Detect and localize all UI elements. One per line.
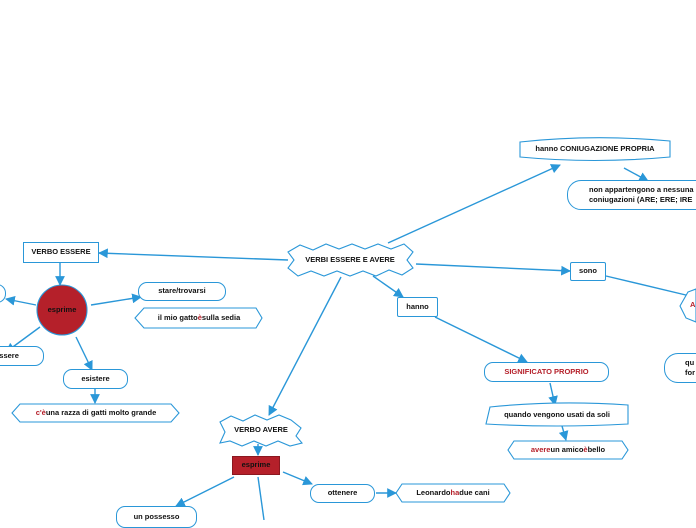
coniugazione-node[interactable]: hanno CONIUGAZIONE PROPRIA — [535, 144, 655, 154]
edge-central-verbo-essere — [98, 248, 289, 261]
non-appartengono-text: non appartengono a nessuna coniugazioni … — [589, 185, 694, 205]
qu-partial-node[interactable]: qu for — [664, 353, 696, 383]
razza-suffix: una razza di gatti molto grande — [45, 407, 157, 417]
a-wave-shape-partial — [679, 288, 696, 323]
amico-verb-essere: è — [583, 444, 588, 454]
gatto-verb-highlight: è — [197, 312, 202, 322]
stare-trovarsi-node[interactable]: stare/trovarsi — [138, 282, 226, 301]
edge-coniugazione-non-appartengono — [623, 167, 649, 182]
coniugazione-flag-shape — [519, 137, 671, 162]
possesso-node[interactable]: un possesso — [116, 506, 197, 528]
gatto-hexagon-shape — [134, 307, 263, 329]
essere-left-node[interactable]: essere — [0, 346, 44, 366]
a-partial-node[interactable]: A — [690, 299, 696, 309]
razza-hexagon-shape — [11, 403, 180, 423]
edge-central-sono — [415, 263, 571, 276]
gatto-prefix: il mio gatto — [157, 312, 198, 322]
amico-suffix: bello — [587, 444, 606, 454]
edge-esprime-stare — [90, 293, 142, 306]
qu-line-1: qu — [685, 357, 695, 367]
amico-verb-avere: avere — [530, 444, 551, 454]
edge-esprime-down — [257, 476, 265, 520]
significato-proprio-node[interactable]: SIGNIFICATO PROPRIO — [484, 362, 609, 382]
quando-usati-node[interactable]: quando vengono usati da soli — [504, 409, 610, 419]
edge-esprime-esistere — [75, 336, 93, 371]
leonardo-prefix: Leonardo — [416, 487, 451, 497]
edge-hanno-significato — [434, 316, 528, 363]
edge-central-hanno — [372, 275, 404, 298]
qu-line-2: for — [685, 368, 695, 377]
qu-partial-text: qu for — [685, 358, 695, 378]
edge-central-verbo-avere — [268, 276, 342, 416]
razza-verb-highlight: c'è — [35, 407, 46, 417]
esprime-essere-node[interactable]: esprime — [47, 304, 77, 314]
hanno-node[interactable]: hanno — [397, 297, 438, 317]
gatto-suffix: sulla sedia — [201, 312, 241, 322]
edge-esprime-possesso — [175, 476, 235, 507]
esprime-avere-node[interactable]: esprime — [232, 456, 280, 475]
edge-esprime-ottenere — [282, 471, 313, 486]
non-appartengono-line-2: coniugazioni (ARE; ERE; IRE — [589, 195, 693, 204]
central-wave-shape — [287, 243, 414, 277]
amico-example-node[interactable]: avere un amico è bello — [512, 443, 624, 457]
edge-esprime-left-top — [5, 295, 37, 306]
verbo-avere-node[interactable]: VERBO AVERE — [234, 425, 288, 435]
edge-significato-quando — [548, 382, 558, 406]
razza-example-node[interactable]: c'è una razza di gatti molto grande — [16, 406, 176, 420]
non-appartengono-line-1: non appartengono a nessuna — [589, 184, 694, 194]
leonardo-hexagon-shape — [395, 483, 511, 503]
verbo-essere-node[interactable]: VERBO ESSERE — [23, 242, 99, 263]
esprime-essere-circle — [36, 284, 88, 336]
edge-sono-a — [605, 275, 691, 297]
central-node[interactable]: VERBI ESSERE E AVERE — [305, 254, 395, 264]
quando-banner-shape — [485, 402, 629, 427]
leonardo-suffix: due cani — [459, 487, 490, 497]
gatto-example-node[interactable]: il mio gatto è sulla sedia — [138, 311, 260, 325]
esistere-node[interactable]: esistere — [63, 369, 128, 389]
edge-quando-amico — [558, 425, 569, 441]
verbo-avere-wave-shape — [219, 414, 303, 447]
sono-node[interactable]: sono — [570, 262, 606, 281]
leonardo-example-node[interactable]: Leonardo ha due cani — [400, 486, 506, 500]
amico-hexagon-shape — [507, 440, 629, 460]
ottenere-node[interactable]: ottenere — [310, 484, 375, 503]
edge-central-hanno-coniugazione — [387, 164, 561, 244]
leonardo-verb-highlight: ha — [450, 487, 460, 497]
amico-mid: un amico — [550, 444, 584, 454]
non-appartengono-node[interactable]: non appartengono a nessuna coniugazioni … — [567, 180, 696, 210]
